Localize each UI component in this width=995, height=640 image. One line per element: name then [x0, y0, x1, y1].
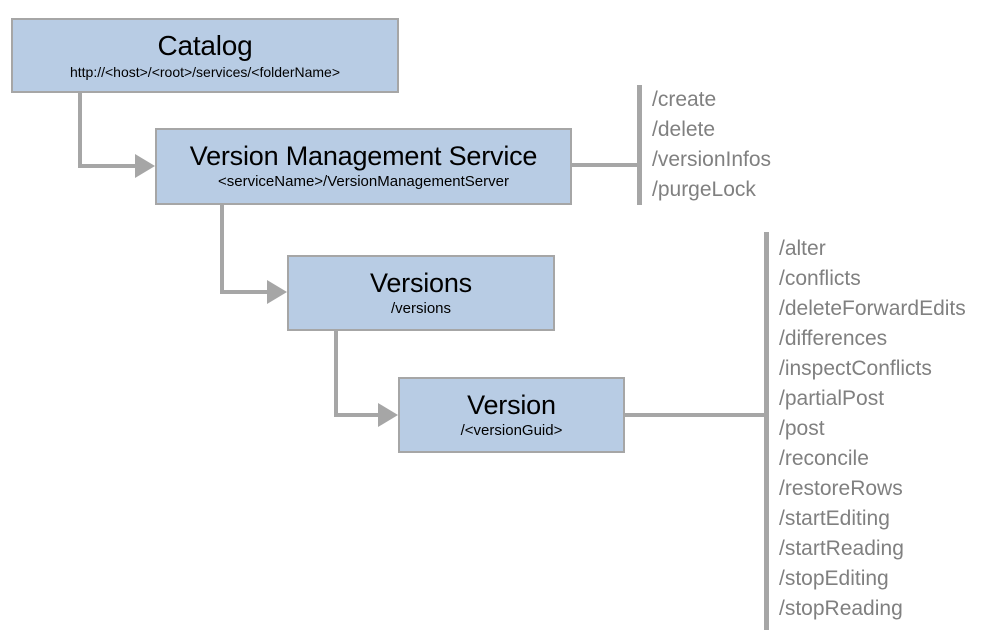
endpoint-item: /partialPost: [779, 387, 885, 410]
endpoint-group-bar-version: [764, 232, 769, 630]
connector-catalog-to-vms-horizontal: [78, 164, 137, 168]
node-catalog-title: Catalog: [157, 29, 253, 61]
endpoint-item: /purgeLock: [652, 178, 756, 201]
connector-catalog-to-vms-vertical: [78, 93, 82, 168]
node-catalog[interactable]: Catalog http://<host>/<root>/services/<f…: [11, 18, 399, 93]
node-version-subtitle: /<versionGuid>: [460, 421, 563, 439]
endpoint-item: /inspectConflicts: [779, 357, 932, 380]
endpoint-item: /startReading: [779, 537, 904, 560]
connector-vms-to-versions-vertical: [220, 205, 224, 292]
endpoint-item: /post: [779, 417, 825, 440]
endpoint-item: /create: [652, 88, 717, 111]
endpoint-item: /stopReading: [779, 597, 903, 620]
node-catalog-subtitle: http://<host>/<root>/services/<folderNam…: [69, 64, 341, 80]
arrowhead-versions-to-version: [378, 403, 398, 427]
endpoint-group-bar-vms: [637, 85, 642, 205]
endpoint-item: /startEditing: [779, 507, 890, 530]
endpoint-item: /reconcile: [779, 447, 869, 470]
node-version-management-service[interactable]: Version Management Service <serviceName>…: [155, 128, 572, 205]
endpoint-item: /conflicts: [779, 267, 861, 290]
endpoint-item: /stopEditing: [779, 567, 889, 590]
connector-versions-to-version-vertical: [334, 331, 338, 417]
endpoint-item: /delete: [652, 118, 716, 141]
node-versions[interactable]: Versions /versions: [287, 255, 555, 331]
endpoint-list-version-management-service: /create/delete/versionInfos/purgeLock: [652, 85, 771, 205]
endpoint-item: /restoreRows: [779, 477, 903, 500]
arrowhead-catalog-to-vms: [135, 154, 155, 178]
endpoint-item: /alter: [779, 237, 826, 260]
node-version-management-service-title: Version Management Service: [189, 141, 538, 172]
connector-versions-to-version-horizontal: [334, 413, 380, 417]
node-version[interactable]: Version /<versionGuid>: [398, 377, 625, 453]
connector-version-to-endpoints: [625, 413, 768, 417]
endpoint-item: /differences: [779, 327, 888, 350]
arrowhead-vms-to-versions: [267, 280, 287, 304]
endpoint-list-version: /alter/conflicts/deleteForwardEdits/diff…: [779, 234, 966, 624]
node-version-management-service-subtitle: <serviceName>/VersionManagementServer: [218, 173, 509, 191]
node-versions-title: Versions: [370, 267, 472, 298]
connector-vms-to-versions-horizontal: [220, 290, 269, 294]
node-versions-subtitle: /versions: [390, 299, 452, 317]
endpoint-item: /versionInfos: [652, 148, 772, 171]
node-version-title: Version: [467, 389, 556, 420]
endpoint-item: /deleteForwardEdits: [779, 297, 966, 320]
connector-vms-to-endpoints: [572, 163, 640, 167]
